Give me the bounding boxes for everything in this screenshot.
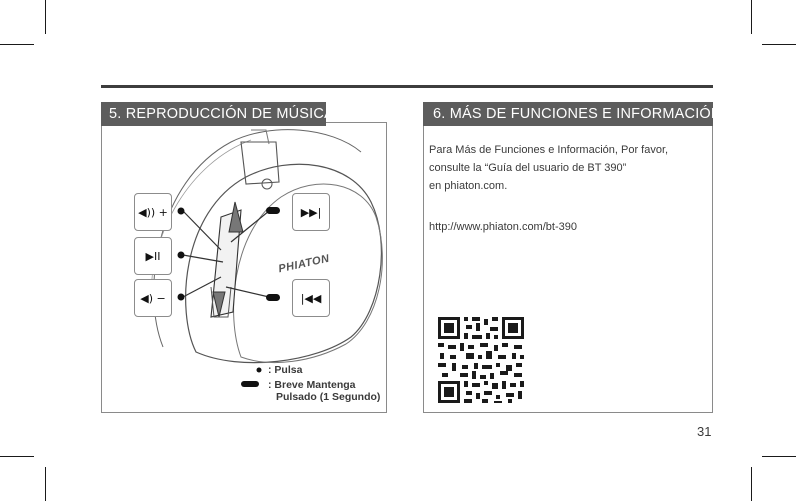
- crop-mark: [45, 0, 46, 34]
- info-line: consulte la “Guía del usuario de BT 390”: [429, 162, 627, 174]
- legend-hold-label-line1: : Breve Mantenga: [268, 379, 356, 391]
- page-number: 31: [697, 424, 712, 439]
- volume-down-icon: ◀) −: [140, 291, 166, 305]
- press-dot-icon: [256, 367, 262, 373]
- volume-up-icon: ◀)) +: [138, 205, 168, 219]
- headphone-illustration: [150, 129, 383, 387]
- info-line: Para Más de Funciones e Información, Por…: [429, 144, 669, 156]
- info-line: en phiaton.com.: [429, 180, 508, 192]
- volume-down-button[interactable]: ◀) −: [134, 279, 172, 317]
- crop-mark: [0, 44, 34, 45]
- hold-dash-icon: [241, 381, 259, 387]
- crop-mark: [751, 467, 752, 501]
- next-track-button[interactable]: ▶▶|: [292, 193, 330, 231]
- play-pause-icon: ▶II: [145, 249, 161, 263]
- crop-mark: [762, 44, 796, 45]
- hold-dash-icon: [266, 207, 280, 214]
- play-pause-button[interactable]: ▶II: [134, 237, 172, 275]
- press-dot-icon: [177, 207, 185, 215]
- more-info-text: Para Más de Funciones e Información, Por…: [429, 141, 709, 195]
- crop-mark: [751, 0, 752, 34]
- more-info-title: 6. MÁS DE FUNCIONES E INFORMACIÓN: [423, 102, 721, 126]
- qr-code: [436, 315, 526, 405]
- press-dot-icon: [177, 251, 185, 259]
- press-dot-icon: [177, 293, 185, 301]
- music-playback-title: 5. REPRODUCCIÓN DE MÚSICA: [101, 102, 334, 126]
- crop-mark: [45, 467, 46, 501]
- crop-mark: [762, 456, 796, 457]
- info-url-link[interactable]: http://www.phiaton.com/bt-390: [429, 221, 577, 233]
- previous-track-button[interactable]: |◀◀: [292, 279, 330, 317]
- legend-press-label: : Pulsa: [268, 364, 303, 376]
- next-track-icon: ▶▶|: [300, 205, 322, 219]
- legend-hold-label-line2: Pulsado (1 Segundo): [276, 391, 381, 403]
- previous-track-icon: |◀◀: [300, 291, 322, 305]
- volume-up-button[interactable]: ◀)) +: [134, 193, 172, 231]
- hold-dash-icon: [266, 294, 280, 301]
- crop-mark: [0, 456, 34, 457]
- top-rule: [101, 85, 713, 88]
